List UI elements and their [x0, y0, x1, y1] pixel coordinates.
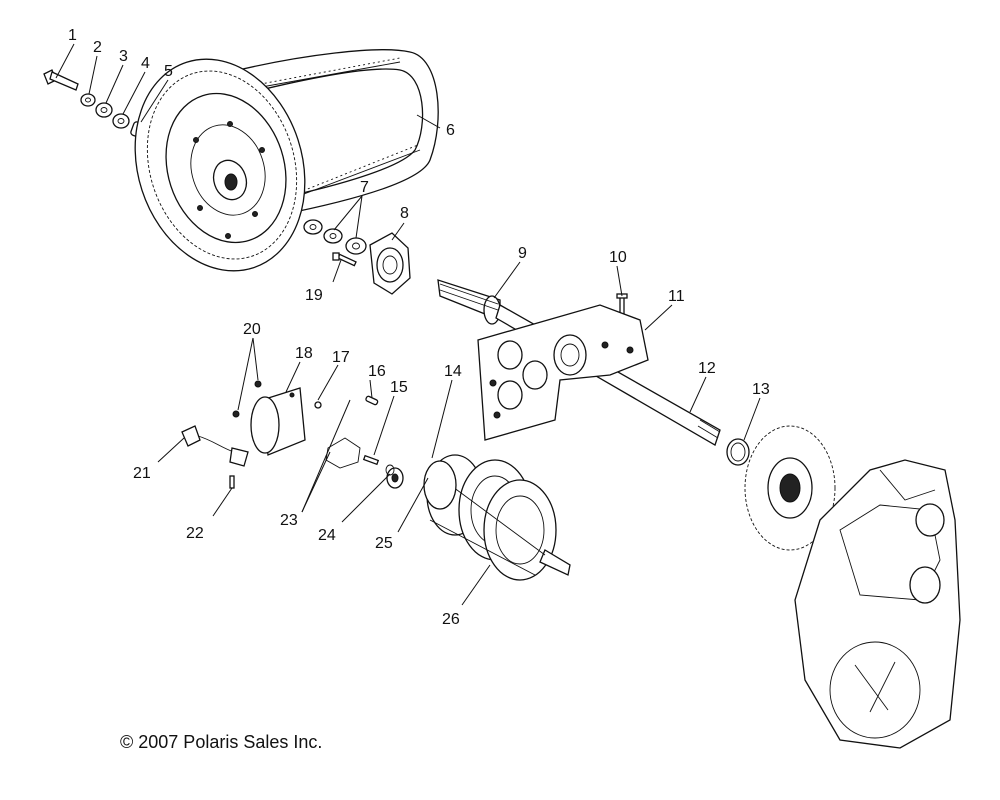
- callout-4: 4: [141, 55, 150, 72]
- washer-part-2: [80, 93, 96, 107]
- chaincase-housing: [794, 459, 961, 749]
- callout-26: 26: [442, 611, 460, 628]
- callout-7: 7: [360, 179, 369, 196]
- callout-17: 17: [332, 349, 350, 366]
- callout-6: 6: [446, 122, 455, 139]
- callout-15: 15: [390, 379, 408, 396]
- bearing-bracket-part-11: [477, 304, 649, 441]
- sprocket-part-14: [423, 460, 457, 510]
- callout-8: 8: [400, 205, 409, 222]
- callout-24: 24: [318, 527, 336, 544]
- nut-part-24: [385, 464, 395, 476]
- screw-part-22: [229, 475, 235, 489]
- screw-part-10: [616, 293, 628, 315]
- callout-1: 1: [68, 27, 77, 44]
- callout-19: 19: [305, 287, 323, 304]
- callout-14: 14: [444, 363, 462, 380]
- leader-lines: [55, 43, 761, 606]
- drive-clutch: [134, 58, 306, 272]
- bushing-part-25: [386, 467, 404, 489]
- pin-part-16: [365, 395, 379, 406]
- callout-21: 21: [133, 465, 151, 482]
- callout-20: 20: [243, 321, 261, 338]
- callout-22: 22: [186, 525, 204, 542]
- copyright-notice: © 2007 Polaris Sales Inc.: [120, 732, 323, 752]
- seal-part-17: [314, 401, 322, 409]
- callout-13: 13: [752, 381, 770, 398]
- nuts-part-20: [232, 380, 262, 418]
- speed-sensor-part-21: [181, 425, 249, 467]
- bolt-part-1: [43, 69, 79, 91]
- callout-5: 5: [164, 63, 173, 80]
- bearing-flange-part-8: [369, 232, 411, 295]
- cover-part-18: [250, 387, 306, 456]
- bolt-part-19: [332, 252, 357, 267]
- callout-10: 10: [609, 249, 627, 266]
- callout-16: 16: [368, 363, 386, 380]
- callout-3: 3: [119, 48, 128, 65]
- snap-ring-part-13: [726, 438, 750, 466]
- callout-23: 23: [280, 512, 298, 529]
- callout-25: 25: [375, 535, 393, 552]
- callouts: 1 2 3 4 5 6 7 8 9 10 11 12 13 14 15 16 1…: [68, 27, 770, 628]
- washer-part-4: [112, 113, 130, 129]
- callout-12: 12: [698, 360, 716, 377]
- washers-part-7: [303, 219, 367, 255]
- washer-part-3: [95, 102, 113, 118]
- callout-11: 11: [668, 288, 685, 305]
- callout-2: 2: [93, 39, 102, 56]
- bolt-part-15: [362, 454, 380, 466]
- callout-9: 9: [518, 245, 527, 262]
- callout-18: 18: [295, 345, 313, 362]
- shaft-part-12: [697, 419, 721, 439]
- gasket-part-23: [325, 437, 361, 469]
- driven-sheave: [744, 425, 836, 551]
